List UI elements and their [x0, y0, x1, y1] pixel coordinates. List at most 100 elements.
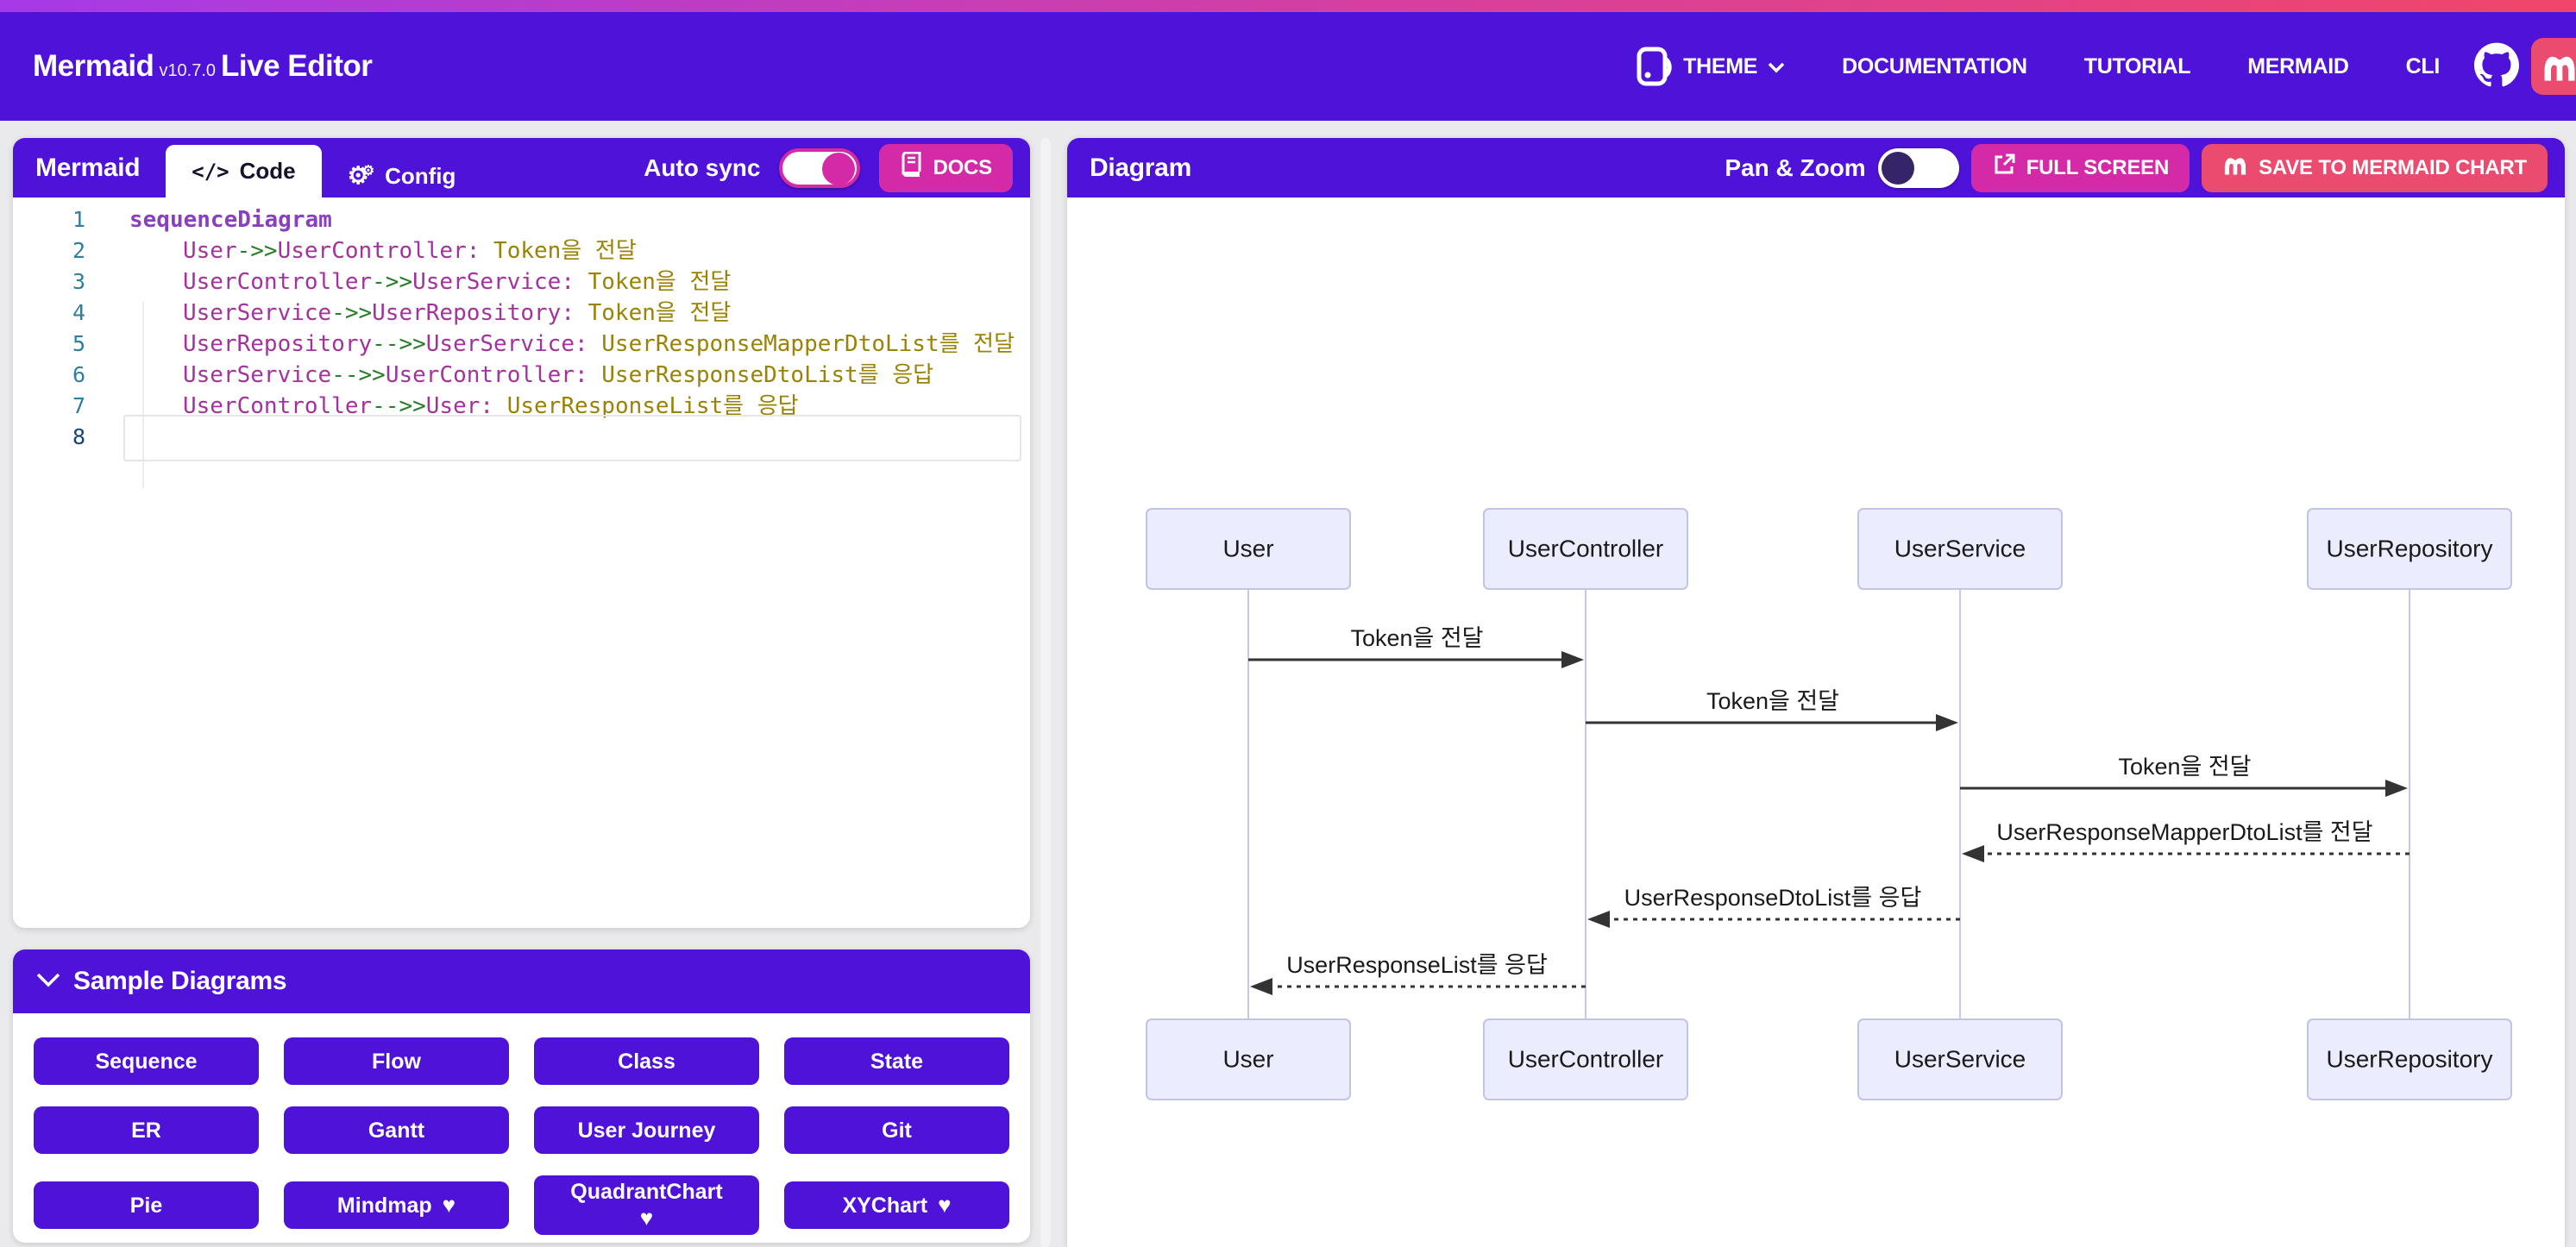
auto-sync-label: Auto sync: [644, 154, 761, 181]
nav-link-documentation[interactable]: DOCUMENTATION: [1842, 54, 2027, 79]
sample-button-state[interactable]: State: [784, 1037, 1009, 1085]
heart-icon: ♥: [938, 1192, 952, 1218]
sample-button-pie[interactable]: Pie: [34, 1181, 259, 1230]
tab-config-label: Config: [385, 162, 456, 189]
sample-button-label: Gantt: [368, 1118, 425, 1143]
nav-link-tutorial[interactable]: TUTORIAL: [2084, 54, 2191, 79]
sample-button-user-journey[interactable]: User Journey: [534, 1106, 759, 1154]
actor-label: User: [1222, 536, 1273, 562]
actor-box-UserRepository: [2307, 1018, 2512, 1100]
heart-icon: ♥: [442, 1192, 456, 1218]
actor-label: UserService: [1894, 1046, 2026, 1073]
actor-box-UserController: [1483, 508, 1688, 590]
message-label: Token을 전달: [1706, 688, 1839, 714]
line-number: 4: [72, 300, 85, 325]
brand-suffix: Live Editor: [221, 49, 373, 83]
line-content: User->>UserController: Token을 전달: [183, 238, 637, 264]
brand: Mermaid v10.7.0 Live Editor: [33, 49, 373, 84]
nav-link-label: DOCUMENTATION: [1842, 53, 2027, 78]
pan-zoom-toggle[interactable]: [1877, 147, 1959, 188]
mermaid-chart-logo[interactable]: [2531, 38, 2576, 95]
nav-link-label: MERMAID: [2247, 53, 2349, 78]
sample-button-class[interactable]: Class: [534, 1037, 759, 1085]
docs-button-label: DOCS: [933, 155, 992, 179]
tab-config[interactable]: ⚙⚙ Config: [321, 145, 482, 207]
sample-button-mindmap[interactable]: Mindmap ♥: [284, 1181, 509, 1230]
arrowhead: [1962, 845, 1984, 862]
nav-links: THEME DOCUMENTATION TUTORIAL MERMAID CLI: [1637, 47, 2440, 86]
save-to-mermaid-chart-button[interactable]: SAVE TO MERMAID CHART: [2202, 143, 2548, 192]
message-label: UserResponseDtoList를 응답: [1624, 885, 1922, 911]
editor-panel-header: Mermaid </> Code ⚙⚙ Config Auto sync: [13, 138, 1030, 207]
actor-label: UserService: [1894, 536, 2026, 562]
chevron-down-icon: [1768, 54, 1785, 79]
fullscreen-button[interactable]: FULL SCREEN: [1970, 143, 2190, 192]
line-number: 3: [72, 269, 85, 294]
arrowhead: [1936, 714, 1958, 731]
nav-link-mermaid[interactable]: MERMAID: [2247, 53, 2349, 79]
nav-link-cli[interactable]: CLI: [2406, 54, 2441, 79]
sample-button-git[interactable]: Git: [784, 1106, 1009, 1154]
line-content: UserRepository-->>UserService: UserRespo…: [183, 331, 1015, 357]
line-content: UserController->>UserService: Token을 전달: [183, 269, 732, 295]
theme-icon: [1637, 47, 1673, 86]
sample-button-label: Mindmap: [336, 1193, 432, 1218]
message-label: UserResponseList를 응답: [1286, 952, 1548, 978]
code-line-4: 4 UserService->>UserRepository: Token을 전달: [13, 298, 1030, 329]
save-button-label: SAVE TO MERMAID CHART: [2259, 155, 2527, 179]
brand-version: v10.7.0: [159, 61, 217, 80]
sample-diagrams-title: Sample Diagrams: [73, 967, 287, 995]
sample-button-quadrantchart[interactable]: QuadrantChart♥: [534, 1175, 759, 1236]
actor-box-UserController: [1483, 1018, 1688, 1100]
message-label: UserResponseMapperDtoList를 전달: [1996, 819, 2372, 845]
sample-button-label: Git: [882, 1118, 912, 1143]
github-icon[interactable]: [2474, 42, 2519, 91]
arrowhead: [1250, 978, 1272, 995]
sample-button-label: Class: [618, 1049, 675, 1074]
code-line-3: 3 UserController->>UserService: Token을 전달: [13, 266, 1030, 298]
sample-button-xychart[interactable]: XYChart ♥: [784, 1181, 1009, 1230]
line-content: sequenceDiagram: [129, 207, 332, 233]
line-number: 8: [72, 424, 85, 449]
line-number: 2: [72, 238, 85, 263]
actor-label: UserController: [1508, 536, 1664, 562]
nav-link-label: THEME: [1683, 53, 1758, 78]
sample-button-gantt[interactable]: Gantt: [284, 1106, 509, 1154]
actor-box-UserService: [1857, 508, 2063, 590]
sample-button-label: Sequence: [95, 1049, 198, 1074]
sample-diagrams-header[interactable]: Sample Diagrams: [13, 949, 1030, 1013]
sample-button-sequence[interactable]: Sequence: [34, 1037, 259, 1085]
sample-button-flow[interactable]: Flow: [284, 1037, 509, 1085]
line-number: 7: [72, 393, 85, 418]
sample-button-label: XYChart: [842, 1193, 928, 1218]
mermaid-chart-icon: [2222, 153, 2248, 183]
sample-button-label: ER: [131, 1118, 161, 1143]
sample-button-label: Pie: [129, 1193, 163, 1218]
heart-icon: ♥: [639, 1205, 654, 1231]
editor-panel: Mermaid </> Code ⚙⚙ Config Auto sync: [13, 138, 1030, 928]
actor-box-User: [1146, 508, 1351, 590]
fullscreen-button-label: FULL SCREEN: [2026, 155, 2170, 179]
panel-resizer[interactable]: [1040, 138, 1051, 1247]
nav-link-label: TUTORIAL: [2083, 53, 2191, 78]
nav-link-theme[interactable]: THEME: [1637, 47, 1785, 86]
line-content: UserService->>UserRepository: Token을 전달: [183, 300, 732, 326]
auto-sync-toggle[interactable]: [779, 147, 861, 188]
sample-button-label: Flow: [372, 1049, 421, 1074]
top-gradient-strip: [0, 0, 2576, 12]
docs-button[interactable]: DOCS: [879, 143, 1013, 192]
diagram-panel-title: Diagram: [1090, 153, 1191, 182]
actor-box-UserRepository: [2307, 508, 2512, 590]
message-label: Token을 전달: [1350, 625, 1483, 651]
sample-button-er[interactable]: ER: [34, 1106, 259, 1154]
fullscreen-icon: [1992, 153, 2016, 183]
book-icon: [900, 151, 922, 184]
tab-code[interactable]: </> Code: [166, 145, 322, 197]
